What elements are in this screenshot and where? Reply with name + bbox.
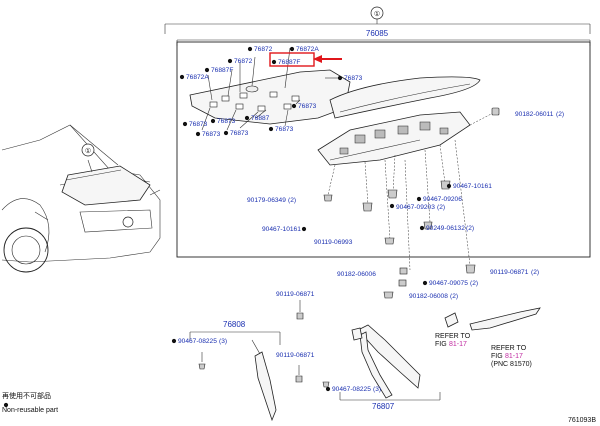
refer-to-right: REFER TO FIG 81-17 (PNC 81570) (491, 345, 532, 368)
label-76887F-2: 76887F (211, 67, 233, 74)
label-90467-09075: 90467-09075 (429, 280, 468, 287)
label-76873-b: 76873 (217, 118, 236, 125)
label-90467-08225-left: 90467-08225 (178, 338, 217, 345)
spoiler-base (317, 111, 471, 166)
refer-left-line2: FIG (435, 341, 447, 348)
spoiler-cover-panel (189, 47, 351, 131)
non-reusable-markers (3, 46, 452, 408)
callout-number: ① (374, 10, 380, 18)
label-76872A-1: 76872A (296, 46, 319, 53)
label-76887F-highlighted: 76887F (278, 59, 300, 66)
assembly-bracket: ① (164, 6, 591, 34)
qty-90467-08225-right: (3) (373, 386, 381, 393)
highlight-annotation (269, 52, 342, 67)
refer-right-line3: (PNC 81570) (491, 361, 532, 368)
refer-left-fig-link[interactable]: 81-17 (449, 341, 467, 348)
fastener-leaders (327, 111, 496, 271)
label-90119-06993: 90119-06993 (314, 239, 353, 246)
label-90119-06871-b: 90119-06871 (276, 352, 315, 359)
label-90179-06349: 90179-06349 (247, 197, 286, 204)
qty-90182-06011: (2) (556, 111, 564, 118)
label-90467-10161-right: 90467-10161 (453, 183, 492, 190)
qty-90249-06132: (2) (466, 225, 474, 232)
label-76873-d: 76873 (202, 131, 221, 138)
label-90467-09203: 90467-09203 (396, 204, 435, 211)
fasteners (323, 107, 500, 299)
label-90182-06011: 90182-06011 (515, 111, 554, 118)
part-number-labels: 76872 76872A 76872 76887F 76887F 76873 7… (178, 46, 564, 411)
assembly-76085-bracket: 76085 (176, 29, 591, 46)
label-76887: 76887 (251, 115, 270, 122)
qty-90119-06871-right: (2) (531, 269, 539, 276)
figure-code: 761093B (568, 417, 596, 424)
label-90119-06871-a: 90119-06871 (276, 291, 315, 298)
legend-japanese: 再使用不可部品 (2, 391, 51, 400)
label-90249-06132: 90249-06132 (426, 225, 465, 232)
legend-english: Non-reusable part (2, 407, 58, 414)
assembly-number: 76085 (366, 29, 389, 38)
assembly-box (176, 41, 591, 258)
label-90467-09206: 90467-09206 (423, 196, 462, 203)
qty-90467-08225-left: (3) (219, 338, 227, 345)
car-illustration: ① (1, 124, 161, 273)
label-90119-06871-right: 90119-06871 (490, 269, 529, 276)
label-76872A-2: 76872A (186, 74, 209, 81)
label-76873-right: 76873 (344, 75, 363, 82)
label-76873-a: 76873 (189, 121, 208, 128)
qty-90467-09075: (2) (470, 280, 478, 287)
refer-left-line1: REFER TO (435, 333, 471, 340)
qty-90467-09203: (2) (437, 204, 445, 211)
label-76873-e: 76873 (230, 130, 249, 137)
label-76872-2: 76872 (234, 58, 253, 65)
refer-right-line1: REFER TO (491, 345, 527, 352)
label-76808: 76808 (223, 320, 246, 329)
label-76807: 76807 (372, 402, 395, 411)
label-90467-08225-right: 90467-08225 (332, 386, 371, 393)
label-90182-06008: 90182-06008 (409, 293, 448, 300)
label-90467-10161-left: 90467-10161 (262, 226, 301, 233)
qty-90182-06008: (2) (450, 293, 458, 300)
label-76873-f: 76873 (275, 126, 294, 133)
rear-spoiler (329, 76, 481, 119)
lower-trim-parts (189, 300, 541, 422)
label-90182-06006: 90182-06006 (337, 271, 376, 278)
qty-90179-06349: (2) (288, 197, 296, 204)
refer-right-fig-link[interactable]: 81-17 (505, 353, 523, 360)
refer-right-line2: FIG (491, 353, 503, 360)
car-callout: ① (85, 147, 91, 155)
label-76873-c: 76873 (298, 103, 317, 110)
refer-to-left: REFER TO FIG 81-17 (435, 333, 471, 348)
legend: 再使用不可部品 Non-reusable part (2, 391, 58, 414)
label-76872-1: 76872 (254, 46, 273, 53)
